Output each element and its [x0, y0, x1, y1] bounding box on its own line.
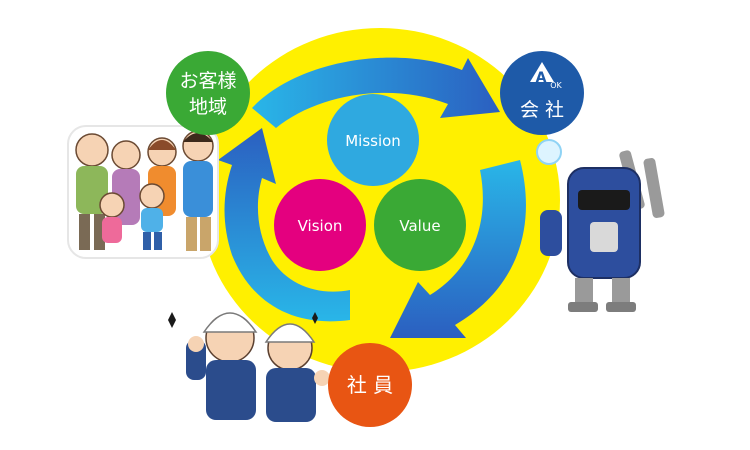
value-circle: Value [374, 179, 466, 271]
workers-illustration [168, 312, 330, 422]
arrow-top [252, 57, 500, 129]
customers-label-line2: 地域 [189, 96, 227, 118]
staff-label: 社 員 [347, 373, 393, 397]
vision-label: Vision [298, 217, 343, 235]
robot-mascot [536, 139, 665, 312]
mission-label: Mission [345, 132, 401, 150]
staff-node: 社 員 [328, 343, 412, 427]
company-logo-letter: A [536, 70, 547, 86]
vision-circle: Vision [274, 179, 366, 271]
arrow-left [218, 128, 350, 322]
cycle-arrows [218, 57, 526, 338]
company-label: 会 社 [520, 99, 564, 121]
family-illustration [67, 125, 219, 259]
company-logo-ok: OK [550, 81, 562, 90]
value-label: Value [399, 217, 440, 235]
company-node: A OK 会 社 [500, 51, 584, 135]
arrow-right [390, 160, 526, 338]
mission-circle: Mission [327, 94, 419, 186]
customers-label-line1: お客様 [179, 70, 236, 92]
customers-node: お客様 地域 [166, 51, 250, 135]
company-logo-icon: A OK [530, 62, 563, 90]
